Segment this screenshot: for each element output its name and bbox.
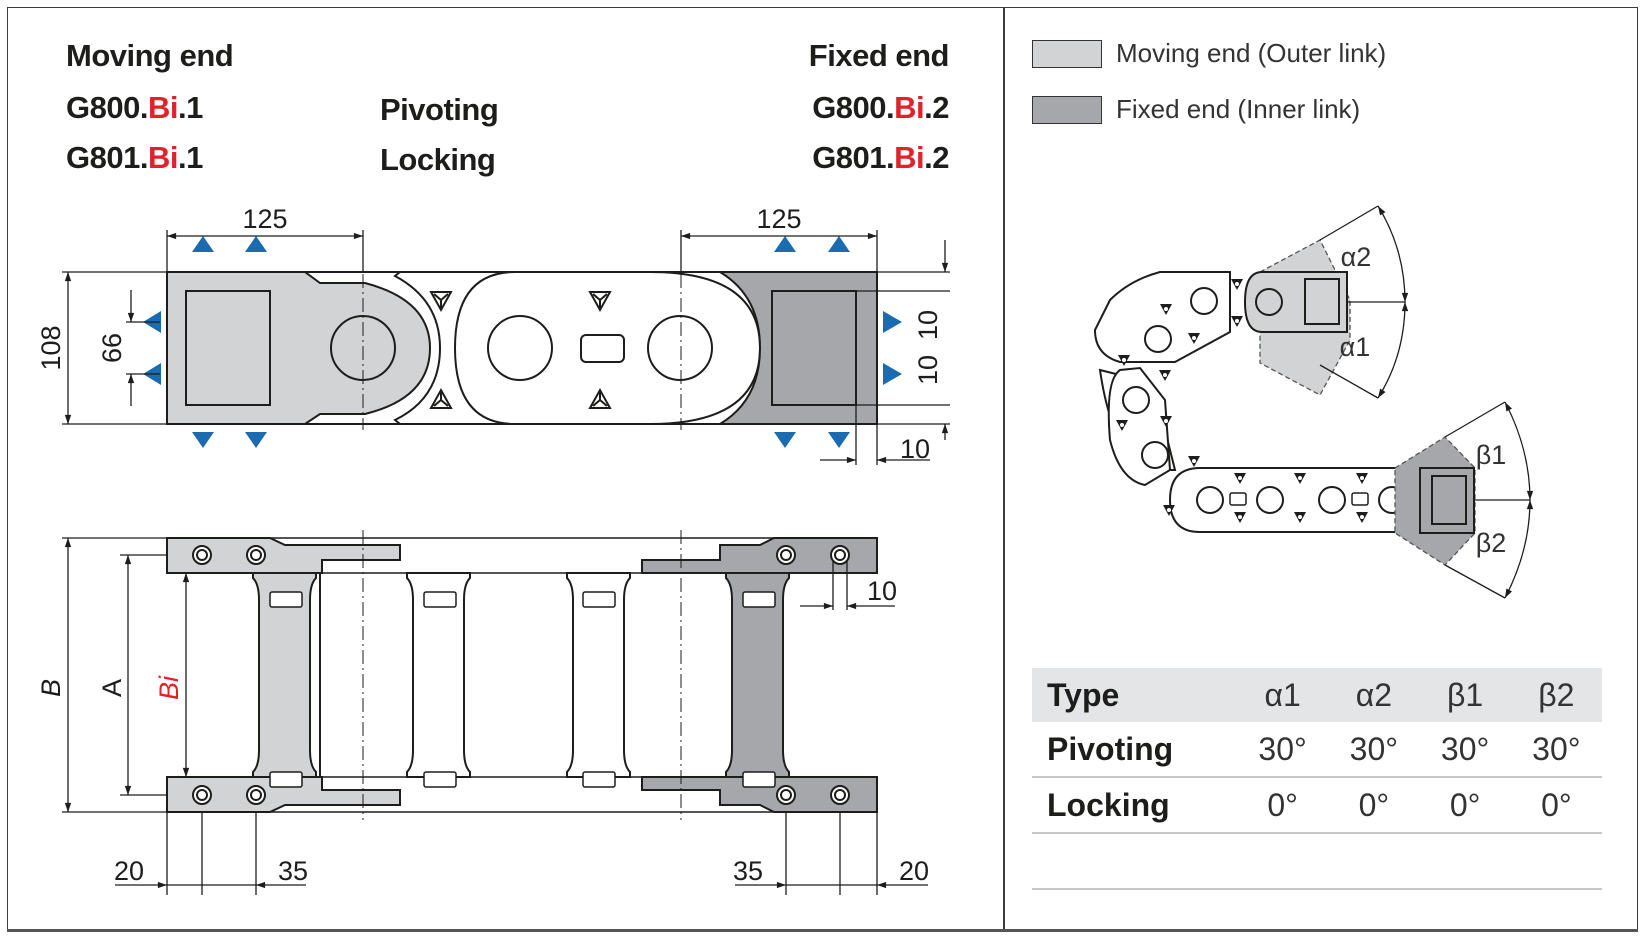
table-bottom-rule [1032,888,1602,890]
header-alpha2: α2 [1355,676,1393,713]
cell-value: 30° [1258,730,1307,767]
cell-value: 30° [1440,730,1490,767]
arrow-right-icon [883,311,902,333]
top-view [166,250,878,430]
dim-bottom-offset: 10 [900,434,930,464]
header-beta2: β2 [1538,676,1575,713]
angle-label-alpha1: α1 [1340,332,1371,362]
frame-bottom-rule [7,929,1638,932]
table-row: Locking 0° 0° 0° 0° [1032,777,1602,833]
dim-right-offset-2: 10 [913,355,943,385]
moving-end-crossbar [166,537,401,574]
angles-table-header: Type α1 α2 β1 β2 [1032,668,1602,722]
dim-height: 108 [36,325,66,370]
fixed-end-title: Fixed end [808,38,950,73]
dim-left-pitch: 35 [278,856,308,886]
moving-end-code-2: G801.Bi.1 [66,140,203,175]
moving-end-title: Moving end [66,38,234,73]
cell-value: 0° [1541,786,1572,823]
dim-left-edge: 20 [114,856,144,886]
dim-hole-dia: 10 [867,576,897,606]
angle-diagram [1093,239,1476,566]
arrow-right-icon [883,363,902,385]
top-view-dimensions [62,230,950,465]
row-type: Locking [1047,786,1170,823]
mounting-arrows [143,236,902,448]
header-type: Type [1047,676,1120,713]
arrow-down-icon [774,432,796,448]
label-Bi: Bi [154,675,184,700]
mounting-hole [196,789,208,801]
dim-left-width: 125 [242,204,287,234]
panel-divider [1003,7,1005,932]
fixed-end-side-plate [725,572,790,778]
arrow-down-icon [245,432,267,448]
angles-table: Type α1 α2 β1 β2 Pivoting 30° 30° 30° 30… [1032,668,1602,834]
angle-label-alpha2: α2 [1341,242,1372,272]
dim-right-edge: 20 [899,856,929,886]
cell-value: 0° [1267,786,1298,823]
arrow-down-icon [828,432,850,448]
dim-hole-spacing: 66 [97,333,127,363]
header-alpha1: α1 [1264,676,1301,713]
side-view-dimensions [62,537,928,895]
moving-end-code-1: G800.Bi.1 [66,90,203,125]
arrow-up-icon [774,236,796,252]
legend-fixed-end: Fixed end (Inner link) [1032,94,1360,125]
label-B: B [36,679,66,697]
cell-value: 30° [1349,730,1399,767]
cell-value: 0° [1358,786,1390,823]
angle-label-beta2: β2 [1476,528,1507,558]
legend-label-moving: Moving end (Outer link) [1116,38,1387,68]
cell-value: 30° [1532,730,1581,767]
legend-label-fixed: Fixed end (Inner link) [1116,94,1361,124]
moving-end-bracket-pocket [185,290,271,406]
angle-dimension-lines [1319,205,1534,599]
arrow-up-icon [245,236,267,252]
header-beta1: β1 [1447,676,1484,713]
arrow-down-icon [192,432,214,448]
fixed-end-code-1: G800.Bi.2 [812,90,949,125]
side-view [166,530,878,820]
label-A: A [97,679,127,697]
arrow-up-icon [192,236,214,252]
dim-right-offset-1: 10 [913,310,943,340]
fixed-end-bracket-pocket [771,290,857,406]
legend-moving-end: Moving end (Outer link) [1032,38,1386,69]
dim-right-pitch: 35 [733,856,763,886]
table-row: Pivoting 30° 30° 30° 30° [1032,722,1602,777]
cell-value: 0° [1449,786,1481,823]
fixed-end-crossbar [641,537,878,574]
fixed-end-code-2: G801.Bi.2 [812,140,949,175]
row-type: Pivoting [1047,730,1174,767]
moving-end-side-plate [252,572,317,778]
type-locking: Locking [380,142,496,177]
type-pivoting: Pivoting [380,92,499,127]
arrow-up-icon [828,236,850,252]
middle-link-outer-1 [365,271,442,425]
legend-swatch-fixed [1032,95,1102,124]
legend-swatch-moving [1032,39,1102,68]
angle-label-beta1: β1 [1476,440,1507,470]
dim-right-width: 125 [756,204,801,234]
